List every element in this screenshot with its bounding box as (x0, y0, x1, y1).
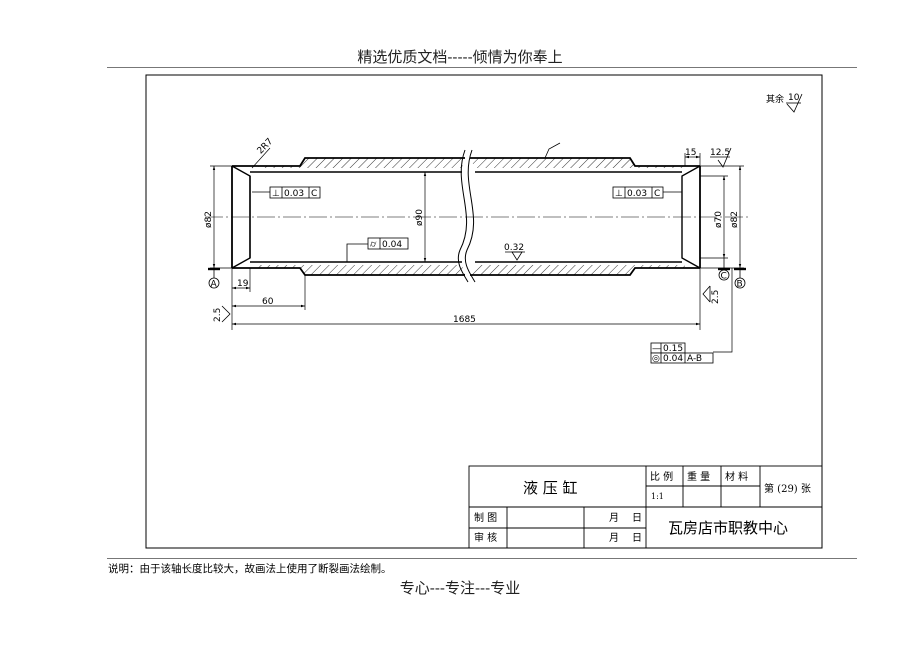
perp-left-symbol: ⊥ (272, 189, 280, 199)
coaxiality-datum: A-B (687, 354, 702, 364)
right-bore-dia-dim: ø70 (714, 211, 724, 228)
cylindricity-value: 0.04 (382, 240, 402, 250)
cylindricity-symbol: ⌭ (370, 240, 377, 250)
cylinder-part (205, 147, 748, 283)
len-19-dim: 19 (237, 279, 249, 289)
organization-name: 瓦房店市职教中心 (668, 519, 788, 537)
straightness-value: 0.15 (663, 344, 683, 354)
sheet-label: 第 (29) 张 (764, 482, 811, 495)
datum-a-label: A (211, 280, 218, 290)
tolerance-frames (252, 186, 714, 364)
drawn-label: 制 图 (474, 511, 497, 524)
bore-roughness: 0.32 (504, 243, 524, 253)
perp-right-datum: C (654, 189, 660, 199)
datum-markers (208, 258, 746, 289)
checked-day: 日 (632, 533, 642, 544)
perp-right-symbol: ⊥ (615, 189, 623, 199)
drawn-month: 月 (609, 512, 619, 524)
coaxiality-symbol: ◎ (652, 354, 660, 364)
datum-b-label: B (737, 280, 743, 290)
bottom-wall-hatch-left (258, 265, 465, 275)
perp-left-value: 0.03 (284, 189, 304, 199)
rest-roughness-value: 10 (788, 93, 800, 103)
rest-roughness-label: 其余 (766, 93, 784, 105)
len-60-dim: 60 (262, 297, 274, 307)
coaxiality-value: 0.04 (663, 354, 683, 364)
outer-roughness: 12.5 (710, 148, 730, 158)
chamfer-dim: 2R7 (256, 137, 276, 157)
bore-dia-dim: ø90 (415, 209, 425, 226)
left-end-roughness: 2.5 (213, 308, 223, 322)
scale-value: 1:1 (651, 492, 664, 501)
perp-right-value: 0.03 (627, 189, 647, 199)
perp-left-datum: C (311, 189, 317, 199)
header-rule (107, 67, 857, 68)
drawn-day: 日 (632, 513, 642, 524)
bottom-wall-hatch-right (470, 265, 685, 275)
datum-c-label: C (721, 272, 727, 282)
len-15-dim: 15 (685, 148, 696, 158)
title-block (468, 465, 823, 549)
dimension-lines (210, 153, 744, 353)
page-header: 精选优质文档-----倾情为你奉上 (357, 48, 563, 66)
total-length-dim: 1685 (453, 315, 476, 325)
scale-label: 比 例 (650, 470, 673, 483)
drawing-note: 说明：由于该轴长度比较大，故画法上使用了断裂画法绘制。 (108, 563, 392, 575)
straightness-symbol: — (652, 344, 661, 354)
checked-label: 审 核 (474, 531, 497, 544)
right-dia-dim: ø82 (730, 211, 740, 228)
roughness-symbols (221, 93, 803, 323)
weight-label: 重 量 (687, 470, 710, 483)
footer-rule (107, 558, 857, 559)
top-wall-hatch-left (258, 158, 465, 168)
checked-month: 月 (609, 532, 619, 544)
page-footer: 专心---专注---专业 (399, 579, 521, 597)
left-dia-dim: ø82 (204, 211, 214, 228)
right-end-roughness: 2.5 (711, 290, 721, 304)
material-label: 材 料 (725, 470, 748, 483)
part-name: 液 压 缸 (523, 479, 578, 497)
